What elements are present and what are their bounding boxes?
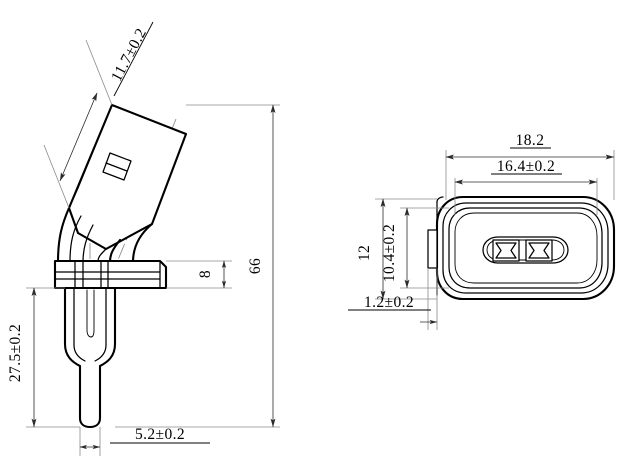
dim-label-overall-height: 66 bbox=[247, 258, 264, 274]
front-view-geometry bbox=[427, 195, 616, 301]
sensor-probe-body bbox=[63, 286, 117, 429]
terminal-cavity-2 bbox=[525, 239, 553, 262]
ext-plug-length-b bbox=[43, 144, 70, 209]
plug-latch-block bbox=[102, 152, 132, 181]
dim-label-latch-width: 1.2±0.2 bbox=[364, 294, 414, 311]
dim-plug-length-line bbox=[59, 92, 98, 182]
dim-plug-length-underline bbox=[113, 21, 154, 97]
dim-label-outer-height: 12 bbox=[356, 245, 373, 261]
dim-label-outer-width: 18.2 bbox=[516, 132, 545, 149]
cable-rib-bundle bbox=[56, 206, 154, 264]
dim-label-plug-length: 11.7±0.2 bbox=[108, 25, 150, 84]
ext-plug-length-a bbox=[85, 39, 113, 106]
connector-housing-rings bbox=[442, 202, 609, 294]
front-view-dimensions bbox=[348, 147, 615, 330]
flange-slots bbox=[74, 260, 109, 289]
dim-label-body-height: 10.4±0.2 bbox=[381, 224, 398, 282]
dim-label-probe-width: 5.2±0.2 bbox=[135, 426, 185, 443]
terminal-cavity-1 bbox=[492, 239, 520, 262]
dim-label-probe-length: 27.5±0.2 bbox=[7, 324, 24, 382]
side-view-dimensions bbox=[26, 21, 280, 456]
dim-label-flange-thickness: 8 bbox=[197, 270, 214, 278]
dim-label-body-width: 16.4±0.2 bbox=[497, 158, 555, 175]
